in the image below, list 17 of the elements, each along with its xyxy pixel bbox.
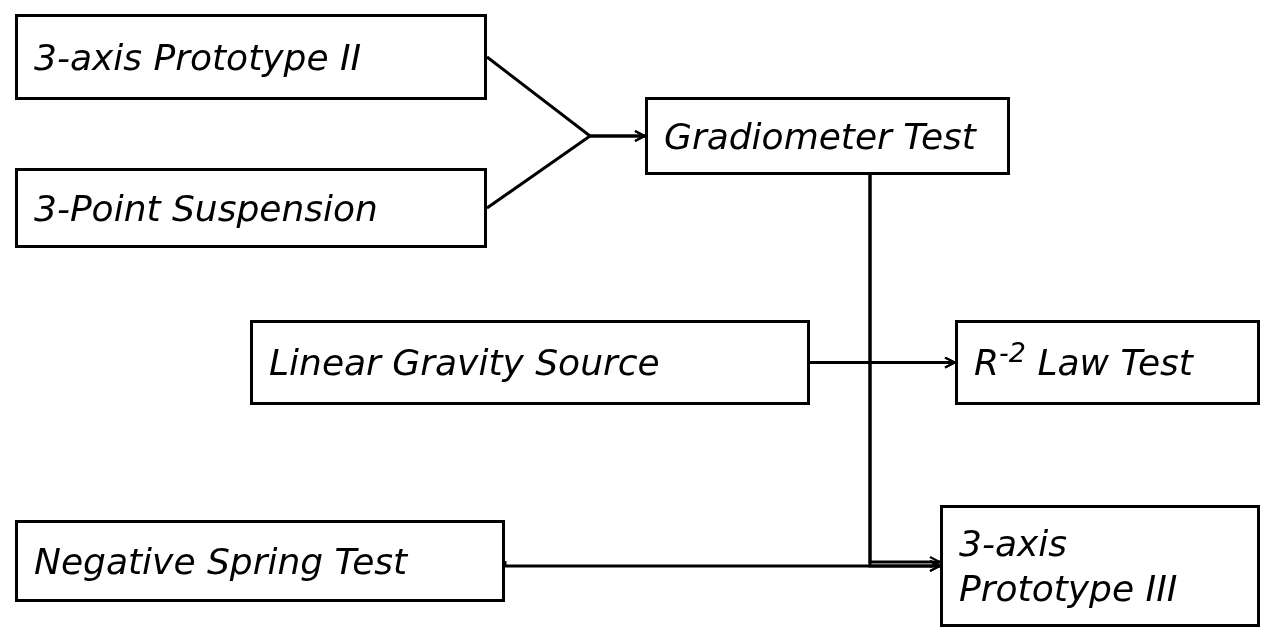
box-label: R$^{-2}$ Law Test: [974, 340, 1195, 385]
process-box: [250, 320, 810, 405]
arrow: [486, 130, 646, 210]
process-box: [940, 505, 1260, 627]
box-label: 3-axis Prototype II: [34, 35, 363, 80]
arrow: [503, 560, 941, 572]
process-box: [15, 14, 487, 100]
box-label: 3-axis Prototype III: [959, 522, 1179, 611]
box-label: Gradiometer Test: [664, 114, 978, 159]
process-box: [15, 520, 505, 602]
process-box: [15, 168, 487, 248]
box-label: Negative Spring Test: [34, 539, 409, 584]
box-label: Linear Gravity Source: [269, 341, 661, 385]
process-box: [955, 320, 1260, 405]
arrow: [810, 361, 941, 568]
box-label: 3-Point Suspension: [34, 186, 379, 231]
process-box: [645, 97, 1010, 175]
